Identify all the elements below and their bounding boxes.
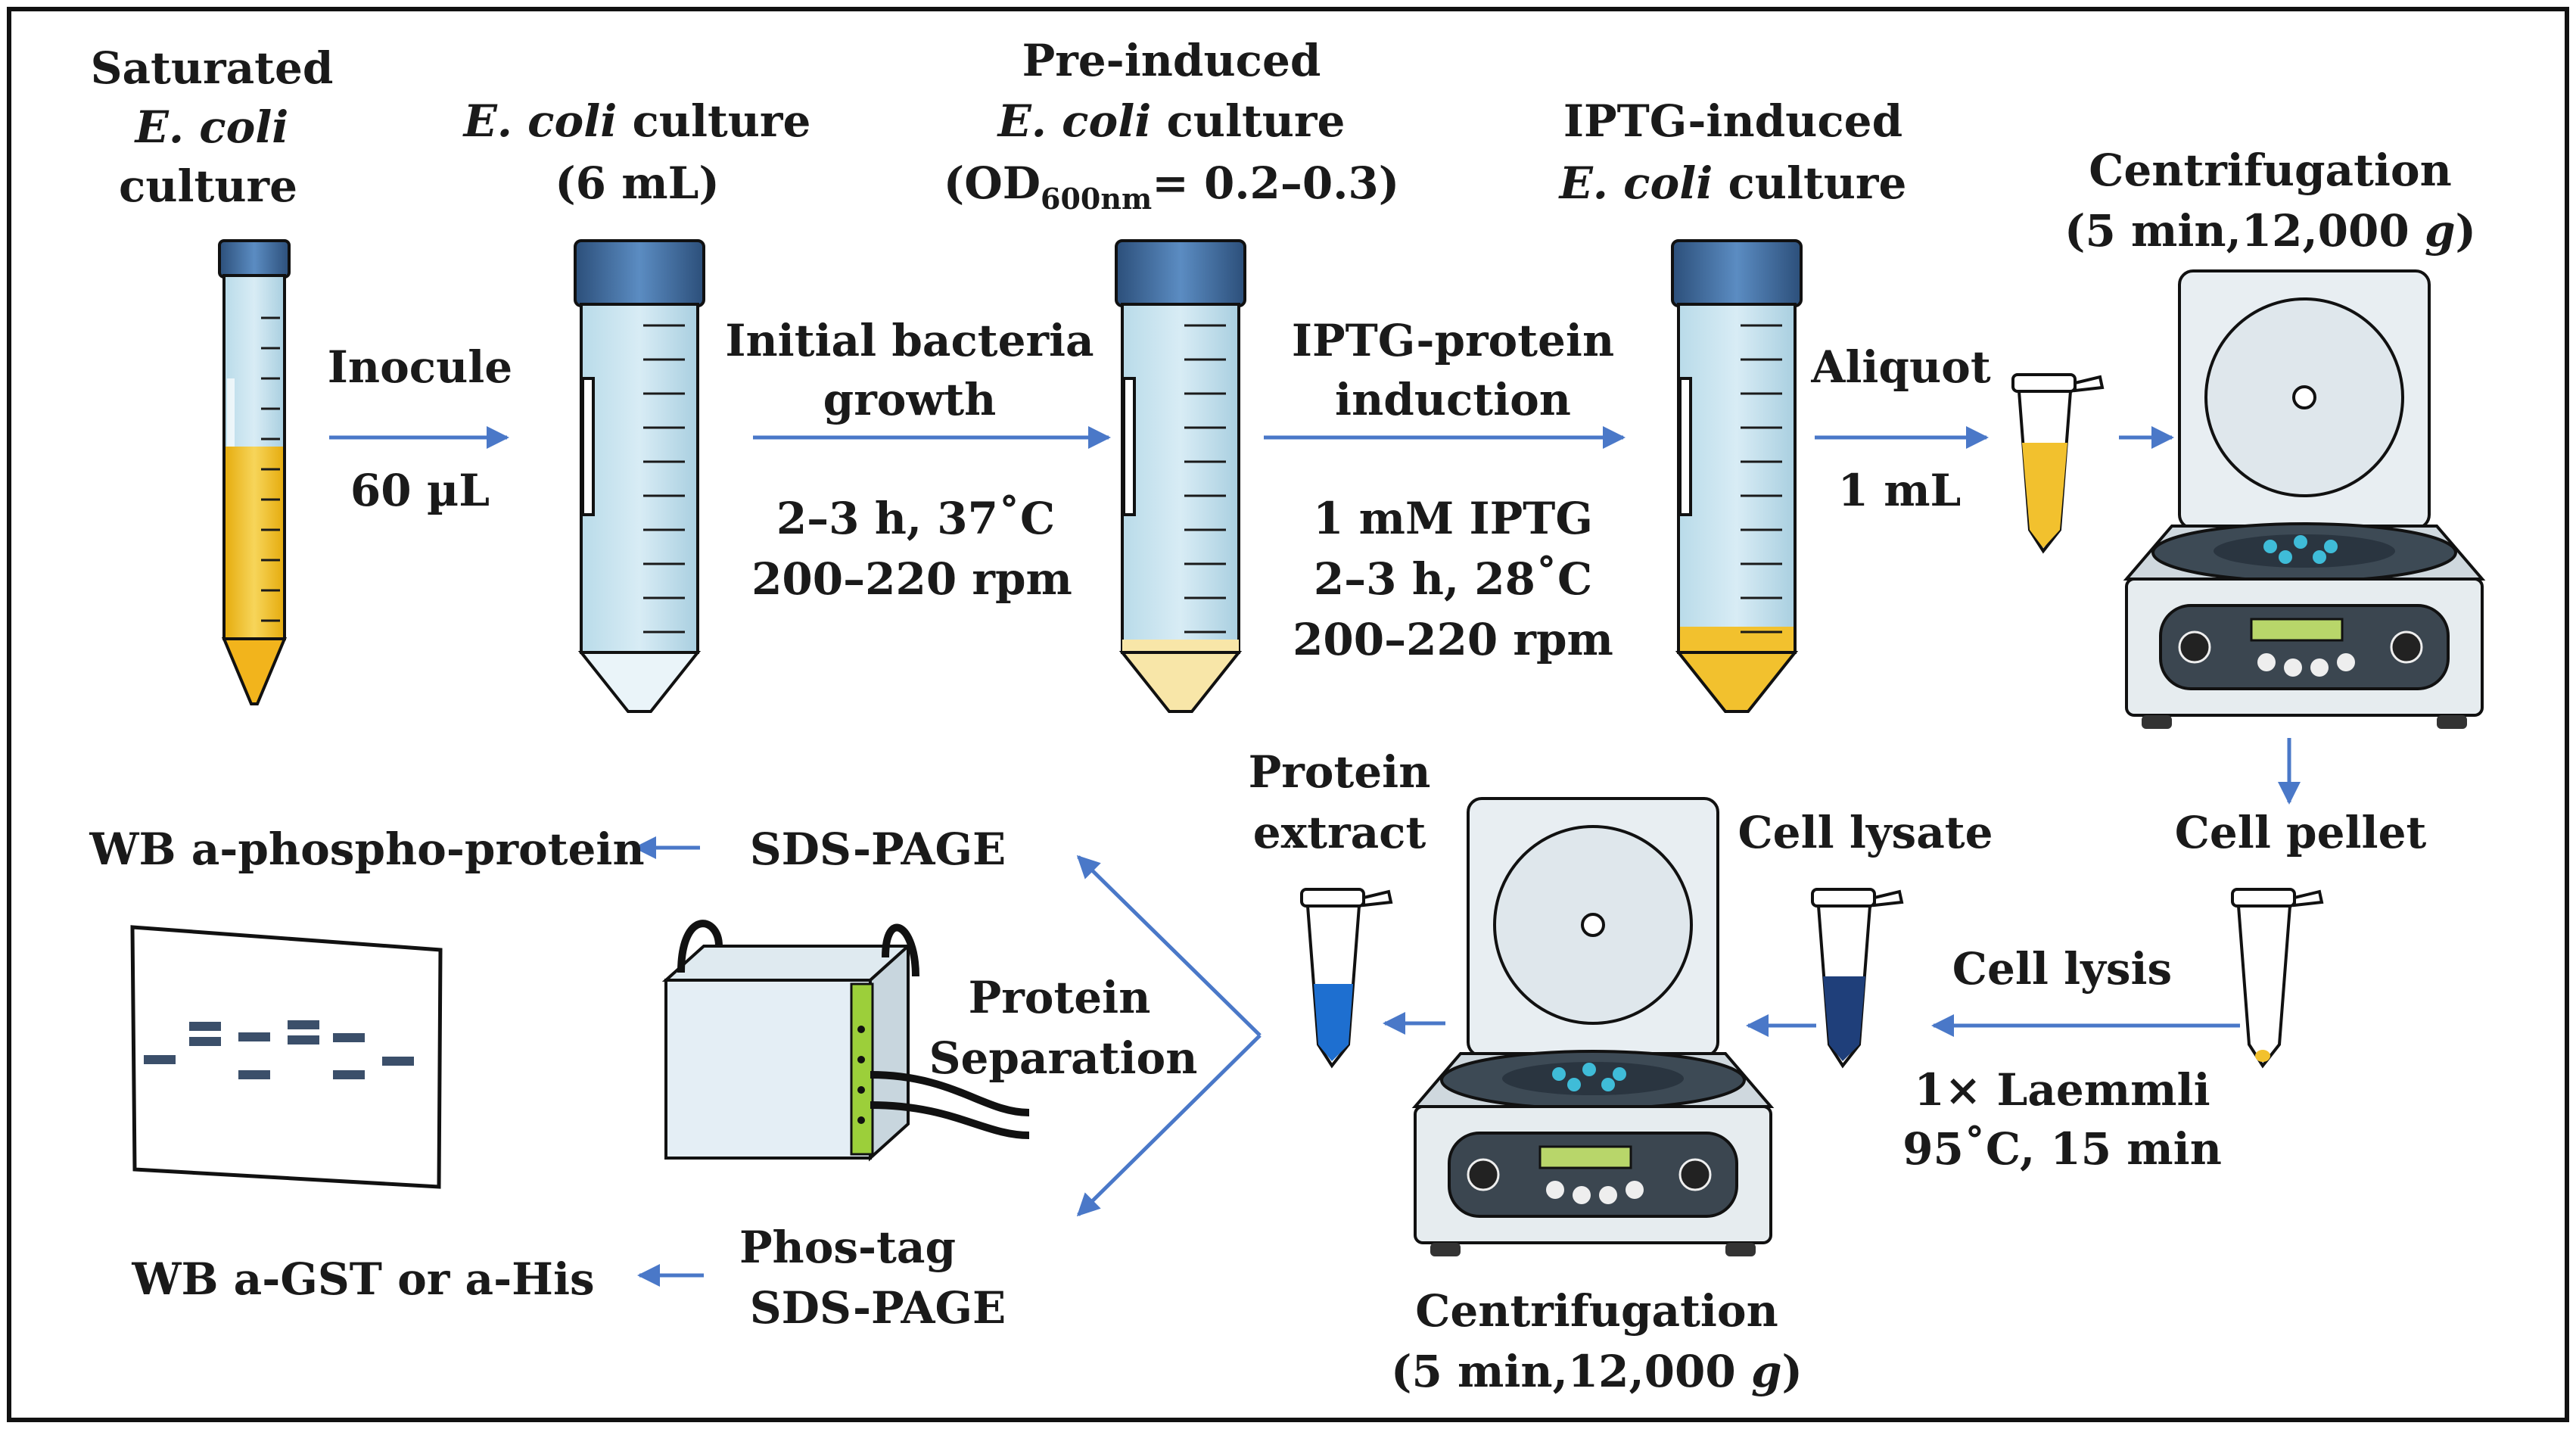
lysis-cond1: 1× Laemmli [1914, 1064, 2210, 1116]
falcon-tube-icon [574, 239, 705, 713]
iptg-induction-line1: IPTG-protein [1292, 315, 1614, 366]
centrifugation-bottom-line2-b: ) [1782, 1346, 1803, 1397]
wb-phospho-label: WB a-phospho-protein [89, 823, 644, 875]
centrifugation-bottom-line1: Centrifugation [1415, 1285, 1778, 1337]
saturated-label-line3: culture [119, 160, 297, 212]
to-sds-page-arrow [1076, 855, 1262, 1037]
preinduced-tube-icon [1115, 239, 1246, 713]
aliquot-label: Aliquot [1810, 341, 1990, 393]
inocule-volume: 60 µL [350, 465, 490, 516]
saturated-label-line1: Saturated [91, 42, 334, 94]
preinduced-italic: E. coli [997, 95, 1152, 147]
to-phostag-arrow [1076, 1034, 1262, 1217]
aliquot-volume: 1 mL [1838, 465, 1962, 516]
saturated-label-ecoli: E. coli [134, 101, 289, 153]
lysis-cond2: 95˚C, 15 min [1902, 1123, 2222, 1175]
cell-lysate-label: Cell lysate [1738, 807, 1993, 858]
centrifugation-top-line2-a: (5 min,12,000 [2064, 205, 2425, 257]
iptg-induced-line2: E. coli culture [1558, 157, 1907, 209]
centrifugation-top-line1: Centrifugation [2089, 145, 2452, 196]
initial-growth-cond1: 2–3 h, 37˚C [776, 493, 1055, 544]
protein-extract-line2: extract [1253, 807, 1426, 858]
ecoli-culture-volume: (6 mL) [555, 157, 720, 209]
protein-extract-eppendorf-icon [1300, 888, 1393, 1069]
initial-growth-cond2: 200–220 rpm [751, 553, 1072, 605]
saturated-culture-tube-icon [218, 239, 291, 705]
initial-growth-line2: growth [823, 374, 997, 425]
cell-pellet-label: Cell pellet [2175, 807, 2427, 858]
iptg-cond2: 2–3 h, 28˚C [1314, 553, 1592, 605]
ecoli-culture-label: E. coli culture [462, 95, 811, 147]
electrophoresis-tank-icon [661, 920, 1030, 1162]
cell-lysis-label: Cell lysis [1952, 943, 2172, 995]
preinduced-line2: E. coli culture [997, 95, 1346, 147]
centrifugation-bottom-line2-g: g [1751, 1346, 1782, 1397]
ecoli-culture-rest: culture [617, 95, 810, 147]
phostag-line2: SDS-PAGE [750, 1282, 1006, 1334]
iptg-induced-line1: IPTG-induced [1563, 95, 1902, 147]
initial-growth-line1: Initial bacteria [725, 315, 1094, 366]
centrifugation-top-line2: (5 min,12,000 g) [2064, 205, 2476, 257]
cell-pellet-eppendorf-icon [2231, 888, 2324, 1069]
protein-separation-line1: Protein [969, 972, 1151, 1023]
western-blot-membrane-icon [130, 925, 443, 1189]
inocule-label: Inocule [328, 341, 512, 393]
iptg-induced-tube-icon [1671, 239, 1803, 713]
centrifugation-top-line2-b: ) [2456, 205, 2476, 257]
wb-gst-his-label: WB a-GST or a-His [131, 1253, 594, 1305]
iptg-induced-rest: culture [1713, 157, 1906, 209]
iptg-cond3: 200–220 rpm [1293, 614, 1613, 665]
protein-extract-line1: Protein [1249, 746, 1431, 798]
iptg-induced-italic: E. coli [1558, 157, 1713, 209]
phostag-line1: Phos-tag [739, 1222, 956, 1273]
preinduced-rest: culture [1151, 95, 1345, 147]
centrifuge-bottom-icon [1411, 797, 1775, 1256]
cell-lysate-eppendorf-icon [1811, 888, 1904, 1069]
aliquot-eppendorf-icon [2011, 373, 2105, 554]
iptg-cond1: 1 mM IPTG [1313, 493, 1593, 544]
sds-page-label: SDS-PAGE [750, 823, 1006, 875]
ecoli-culture-italic: E. coli [462, 95, 618, 147]
preinduced-od-sub: 600nm [1041, 182, 1152, 216]
preinduced-od: (OD600nm= 0.2–0.3) [944, 157, 1399, 216]
centrifuge-top-icon [2123, 269, 2486, 729]
preinduced-od-open: (OD [944, 157, 1041, 209]
centrifugation-bottom-line2-a: (5 min,12,000 [1391, 1346, 1751, 1397]
protein-separation-line2: Separation [929, 1032, 1198, 1084]
centrifugation-bottom-line2: (5 min,12,000 g) [1391, 1346, 1803, 1397]
iptg-induction-line2: induction [1335, 374, 1571, 425]
preinduced-line1: Pre-induced [1022, 35, 1321, 86]
centrifugation-top-line2-g: g [2425, 205, 2456, 257]
preinduced-od-close: = 0.2–0.3) [1152, 157, 1399, 209]
